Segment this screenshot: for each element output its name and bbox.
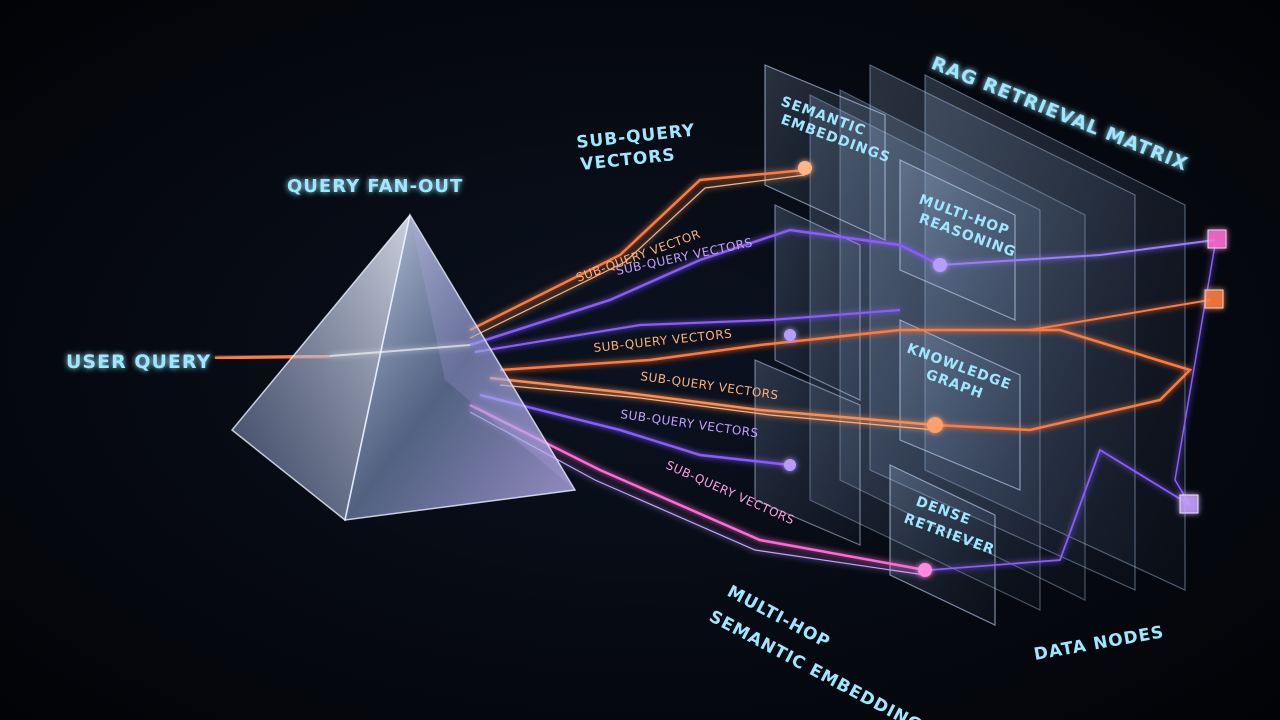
prism-face-right (344, 212, 577, 521)
data-node-1 (1207, 229, 1227, 249)
panel-nodes (784, 161, 947, 577)
node-mid-left (784, 329, 796, 341)
node-semantic (798, 161, 812, 175)
panel-knowledge-graph (899, 319, 1021, 491)
node-lower-left (784, 459, 796, 471)
panel-dense-retriever (889, 464, 996, 626)
data-nodes (1179, 229, 1227, 514)
beam-orange-1 (469, 168, 806, 332)
beam-violet-1 (469, 228, 941, 347)
label-user-query: USER QUERY (66, 351, 211, 373)
beam-orange-2 (499, 328, 1193, 432)
node-multi-hop (933, 258, 947, 272)
beam-violet-4 (939, 239, 1216, 266)
data-node-3 (1179, 494, 1199, 514)
node-dense (918, 563, 932, 577)
prism (230, 212, 577, 522)
beam-orange-3 (489, 376, 936, 427)
beam-orange-3b (499, 384, 936, 431)
panel-semantic-embeddings (764, 64, 886, 241)
node-knowledge (927, 417, 943, 433)
data-node-2 (1204, 289, 1224, 309)
beam-orange-1b (469, 174, 806, 339)
panel-lower-left (754, 359, 861, 546)
beam-violet-3 (479, 393, 791, 467)
beam-violet-6 (929, 448, 1191, 571)
prism-facet (410, 215, 575, 490)
panel-mid-left (774, 204, 861, 401)
panel-multi-hop-reasoning (899, 159, 1016, 321)
beam-violet-2 (474, 308, 901, 354)
beam-orange-4 (1029, 299, 1211, 331)
label-query-fan-out: QUERY FAN-OUT (287, 176, 463, 197)
prism-inner-beam (329, 344, 471, 357)
